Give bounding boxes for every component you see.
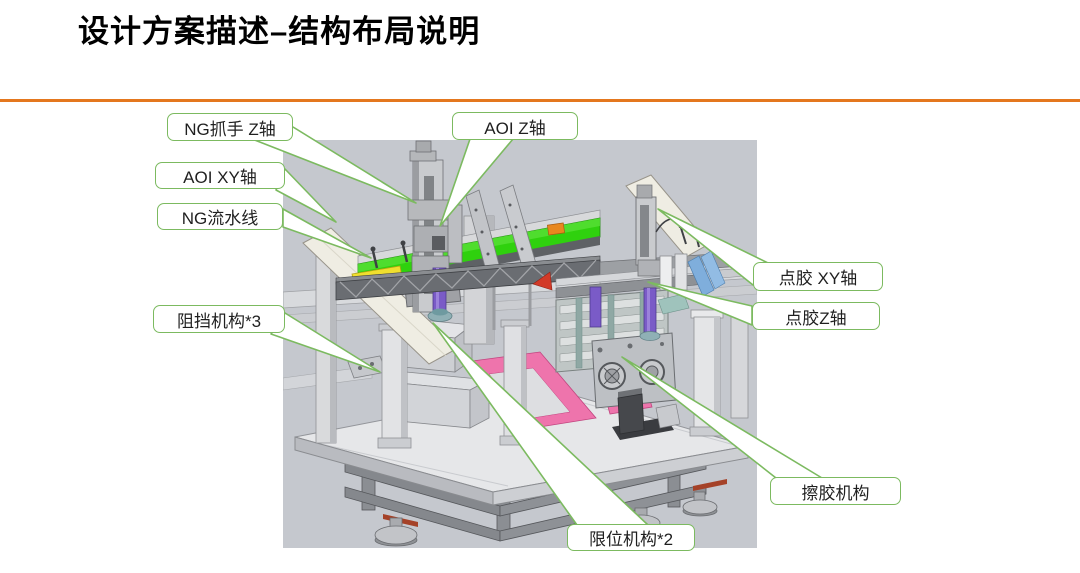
callout-label: AOI Z轴 bbox=[484, 118, 546, 138]
callout-label: AOI XY轴 bbox=[183, 168, 257, 187]
callout-label: 点胶Z轴 bbox=[785, 308, 847, 328]
callout-ng-conveyor-line: NG流水线 bbox=[157, 203, 283, 230]
callout-dispensing-xy-axis: 点胶 XY轴 bbox=[753, 262, 883, 291]
callout-label: NG流水线 bbox=[181, 209, 259, 228]
ng-gripper-tower bbox=[407, 140, 463, 322]
glue-wiper-mechanism bbox=[591, 332, 677, 435]
orange-clamp bbox=[546, 222, 566, 236]
callout-label: 阻挡机构*3 bbox=[176, 311, 262, 331]
callout-label: 点胶 XY轴 bbox=[778, 269, 858, 288]
callout-aoi-z-axis: AOI Z轴 bbox=[452, 112, 578, 140]
callout-label: 擦胶机构 bbox=[801, 483, 870, 503]
callout-limit-mechanism: 限位机构*2 bbox=[567, 524, 695, 551]
callout-label: NG抓手 Z轴 bbox=[184, 119, 276, 139]
callout-dispensing-z-axis: 点胶Z轴 bbox=[752, 302, 880, 330]
callout-aoi-xy-axis: AOI XY轴 bbox=[155, 162, 285, 189]
red-marker bbox=[532, 271, 553, 291]
machine-illustration bbox=[283, 140, 757, 548]
callout-leaders bbox=[251, 126, 823, 526]
callout-label: 限位机构*2 bbox=[588, 530, 674, 549]
callout-glue-wiping-mechanism: 擦胶机构 bbox=[770, 477, 901, 505]
callout-blocking-mechanism: 阻挡机构*3 bbox=[153, 305, 285, 333]
leader-ng-conveyor-line bbox=[282, 208, 372, 259]
page-title: 设计方案描述–结构布局说明 bbox=[78, 14, 481, 49]
title-divider bbox=[0, 99, 1080, 102]
table-bar bbox=[655, 403, 681, 429]
callout-ng-gripper-z-axis: NG抓手 Z轴 bbox=[167, 113, 293, 141]
